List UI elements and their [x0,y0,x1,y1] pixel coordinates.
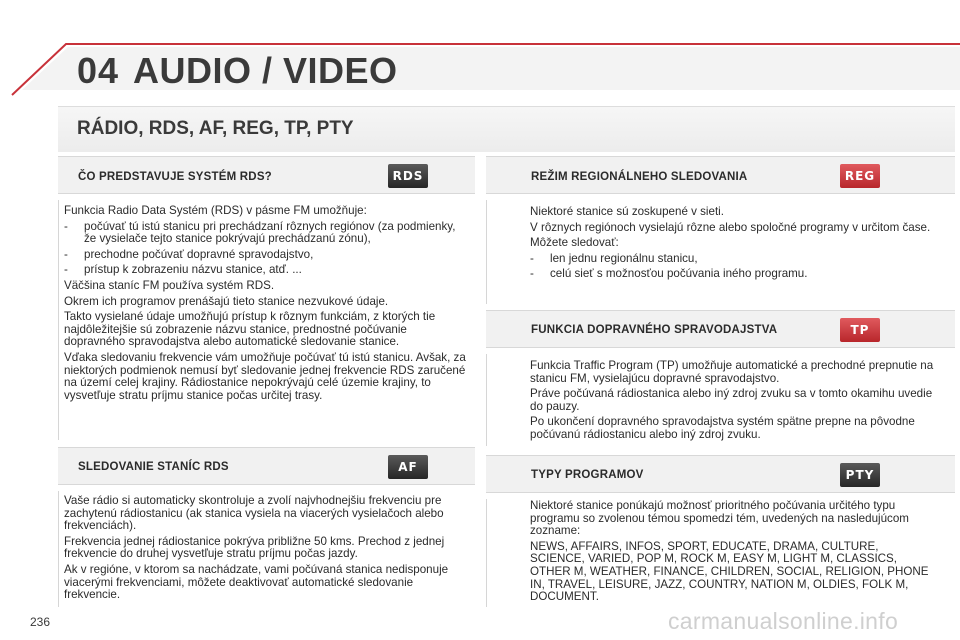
tp-badge-icon: TP [840,318,880,342]
af-paragraph: Frekvencia jednej rádiostanice pokrýva p… [64,534,445,561]
reg-panel-body: Niektoré stanice sú zoskupené v sieti. V… [530,205,935,284]
rds-panel-title: ČO PREDSTAVUJE SYSTÉM RDS? [78,171,272,183]
section-band [58,106,955,152]
rds-panel-body: Funkcia Radio Data Systém (RDS) v pásme … [64,204,469,405]
af-panel-border [58,491,59,607]
tp-panel-title: FUNKCIA DOPRAVNÉHO SPRAVODAJSTVA [531,324,778,336]
list-item: -prístup k zobrazeniu názvu stanice, atď… [64,263,302,277]
af-panel-title: SLEDOVANIE STANÍC RDS [78,461,229,473]
pty-panel-body: Niektoré stanice ponúkajú možnosť priori… [530,499,935,607]
tp-paragraph: Práve počúvaná rádiostanica alebo iný zd… [530,387,933,413]
chapter-title: AUDIO / VIDEO [133,50,398,91]
list-item: -počúvať tú istú stanicu pri prechádzaní… [64,219,456,246]
reg-paragraph: Môžete sledovať: [530,236,619,250]
rds-paragraph: Okrem ich programov prenášajú tieto stan… [64,294,389,308]
list-item: -prechodne počúvať dopravné spravodajstv… [64,247,314,261]
reg-paragraph: V rôznych regiónoch vysielajú rôzne aleb… [530,220,931,234]
tp-paragraph: Po ukončení dopravného spravodajstva sys… [530,415,915,441]
af-badge-icon: AF [388,455,428,479]
pty-paragraph: NEWS, AFFAIRS, INFOS, SPORT, EDUCATE, DR… [530,539,929,604]
rds-panel-border [58,200,59,440]
list-item: -celú sieť s možnosťou počúvania iného p… [530,267,808,281]
chapter-number: 04 [77,50,120,91]
tp-paragraph: Funkcia Traffic Program (TP) umožňuje au… [530,359,934,385]
header-chevron-graphic [11,43,960,96]
af-panel-body: Vaše rádio si automaticky skontroluje a … [64,494,469,605]
pty-paragraph: Niektoré stanice ponúkajú možnosť priori… [530,499,909,538]
rds-badge-icon: RDS [388,164,428,188]
rds-paragraph: Vďaka sledovaniu frekvencie vám umožňuje… [64,350,466,402]
header-chevron-red-line [11,43,960,96]
pty-badge-icon: PTY [840,463,880,487]
pty-panel-border [486,499,487,607]
reg-badge-icon: REG [840,164,880,188]
tp-panel-body: Funkcia Traffic Program (TP) umožňuje au… [530,359,935,445]
reg-panel-border [486,200,487,304]
pty-panel-title: TYPY PROGRAMOV [531,469,644,481]
reg-panel-title: REŽIM REGIONÁLNEHO SLEDOVANIA [531,171,748,183]
page-number: 236 [30,615,51,629]
reg-paragraph: Niektoré stanice sú zoskupené v sieti. [530,205,724,218]
af-paragraph: Ak v regióne, v ktorom sa nachádzate, va… [64,562,449,602]
list-item: -len jednu regionálnu stanicu, [530,251,698,265]
tp-panel-border [486,354,487,446]
rds-intro: Funkcia Radio Data Systém (RDS) v pásme … [64,204,367,217]
rds-paragraph: Väčšina staníc FM používa systém RDS. [64,278,275,292]
section-title: RÁDIO, RDS, AF, REG, TP, PTY [77,118,354,139]
header-chevron-bar [22,47,960,90]
watermark: carmanualsonline.info [668,608,899,634]
af-paragraph: Vaše rádio si automaticky skontroluje a … [64,494,444,533]
rds-paragraph: Takto vysielané údaje umožňujú prístup k… [64,310,436,349]
